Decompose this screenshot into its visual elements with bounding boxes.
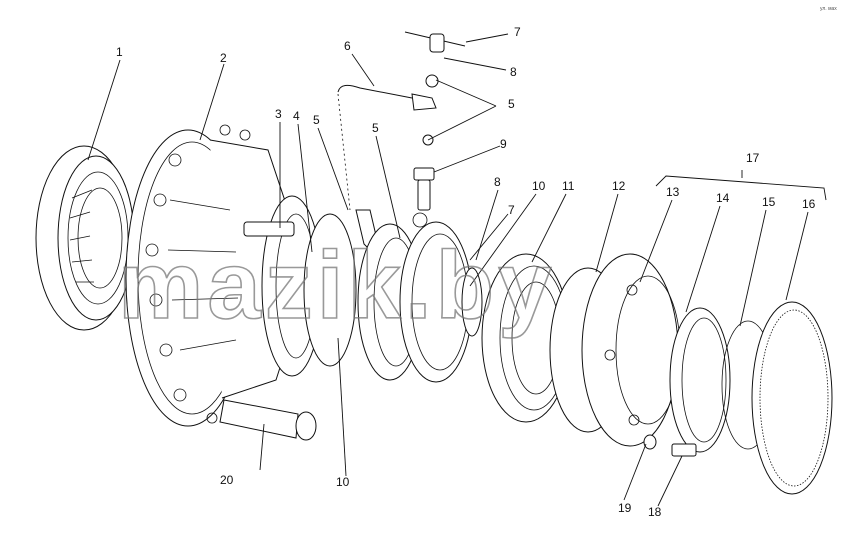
callout-10-upper: 10 — [532, 179, 546, 193]
callout-3: 3 — [275, 107, 282, 121]
callout-4: 4 — [293, 109, 300, 123]
callout-7-lower: 7 — [508, 203, 515, 217]
callout-7-top: 7 — [514, 25, 521, 39]
part-20-stud — [219, 399, 317, 441]
callout-10-lower: 10 — [336, 475, 350, 489]
callout-9: 9 — [500, 137, 507, 151]
callout-6: 6 — [344, 39, 351, 53]
callout-5-right: 5 — [508, 97, 515, 111]
callout-5-mid: 5 — [372, 121, 379, 135]
callout-1: 1 — [116, 45, 123, 59]
corner-tag: ул. мах — [820, 6, 837, 12]
part-19-nut — [643, 434, 657, 450]
callout-5-left: 5 — [313, 113, 320, 127]
part-11-bearing — [481, 253, 571, 423]
callout-17: 17 — [746, 151, 760, 165]
part-2-hub — [125, 124, 323, 427]
callout-8-top: 8 — [510, 65, 517, 79]
part-3-stud — [243, 221, 295, 237]
callout-2: 2 — [220, 51, 227, 65]
part-4-seal — [303, 213, 357, 367]
watermark: mazik.by — [118, 232, 556, 339]
callout-12: 12 — [612, 179, 626, 193]
callout-16: 16 — [802, 197, 816, 211]
callout-14: 14 — [716, 191, 730, 205]
callout-20: 20 — [220, 473, 234, 487]
callout-13: 13 — [666, 185, 680, 199]
callout-8-lower: 8 — [494, 175, 501, 189]
callout-18: 18 — [648, 505, 662, 519]
callout-19: 19 — [618, 501, 632, 515]
part-10-ring-nut — [357, 221, 483, 383]
part-16-gear-ring — [751, 301, 833, 495]
leader-lines — [87, 33, 827, 507]
part-14-ring — [669, 307, 731, 453]
part-18-bolt — [671, 443, 697, 457]
part-13-cover — [581, 253, 681, 447]
callout-labels: 1 2 3 4 5 5 5 6 7 7 8 8 9 10 10 11 12 13… — [116, 25, 816, 519]
callout-11: 11 — [562, 179, 575, 193]
part-9-bolt — [412, 167, 435, 228]
callout-15: 15 — [762, 195, 776, 209]
